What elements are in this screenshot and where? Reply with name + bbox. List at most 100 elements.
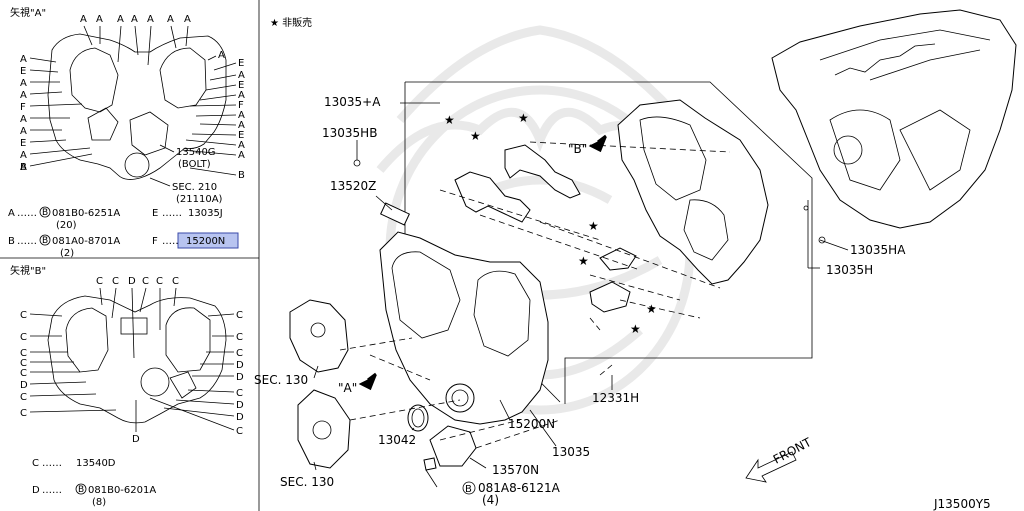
view-a-right-label: A	[238, 70, 245, 81]
view-b-top-labels: C C D C C C	[96, 276, 179, 287]
projection-lines	[339, 141, 731, 449]
engine-block[interactable]	[771, 9, 1017, 229]
front-arrow-icon	[745, 451, 797, 483]
cover-plate-13570n[interactable]	[429, 425, 477, 467]
legend-d-quantity: (8)	[92, 497, 106, 508]
front-timing-chain-case[interactable]	[379, 231, 549, 425]
view-b-right-opening	[165, 307, 211, 373]
part-label-sec130-top[interactable]: SEC. 130	[254, 373, 308, 387]
view-a-left-label: E	[20, 66, 26, 77]
view-a-cover-outline	[47, 33, 227, 180]
rear-timing-chain-case[interactable]	[617, 99, 769, 285]
main-exploded-view: ★ 非販売 ★ ★ ★ ★ ★ ★ ★	[254, 9, 1017, 511]
bolt-circle-icon	[39, 234, 51, 246]
view-b-center-window	[120, 317, 148, 335]
view-b-right-label: D	[236, 360, 244, 371]
view-a-top-label: A	[96, 14, 103, 25]
view-a-left-label: A	[20, 54, 27, 65]
view-b-left-label: C	[20, 392, 27, 403]
view-a-top-label: A	[131, 14, 138, 25]
part-label-13035hb[interactable]: 13035HB	[322, 126, 377, 140]
part-label-bolt-081a8[interactable]: 081A8-6121A	[478, 481, 561, 495]
view-a-right-label: A	[218, 50, 225, 61]
part-label-13035h[interactable]: 13035H	[826, 263, 873, 277]
part-label-13042[interactable]: 13042	[378, 433, 416, 447]
view-b-right-label: C	[236, 332, 243, 343]
view-b-right-label: D	[236, 412, 244, 423]
legend-e-part-number[interactable]: 13035J	[188, 208, 223, 219]
view-a-sec-label[interactable]: SEC. 210	[172, 182, 217, 193]
view-b-left-label: C	[20, 332, 27, 343]
view-b-left-opening	[65, 307, 109, 373]
svg-text:★: ★	[630, 322, 641, 336]
part-label-13035[interactable]: 13035	[552, 445, 590, 459]
view-a-sec-sub-label: (21110A)	[176, 194, 223, 205]
view-b-left-label: D	[20, 380, 28, 391]
front-direction-indicator: FRONT	[745, 435, 814, 483]
view-a-right-labels: A E A E A F A A E A A	[218, 50, 245, 161]
cover-gasket-13520z[interactable]	[380, 202, 410, 226]
view-b-title: 矢視"B"	[10, 264, 46, 277]
water-pump-assembly-lower[interactable]	[297, 389, 351, 469]
o-ring-13042[interactable]	[407, 404, 429, 432]
part-label-bolt-qty: (4)	[482, 493, 499, 507]
view-a-crank-hole	[124, 152, 150, 178]
upper-cover-small-left[interactable]	[454, 171, 531, 223]
view-b-legend: C …… 13540D D …… B 081B0-6201A (8)	[32, 458, 156, 508]
upper-cover-small-right[interactable]	[504, 144, 581, 199]
water-pump-assembly-upper[interactable]	[289, 299, 349, 373]
view-a-top-labels: A A A A A A A	[80, 14, 191, 25]
part-label-13035-a[interactable]: 13035+A	[324, 95, 381, 109]
legend-d-part-number[interactable]: 081B0-6201A	[88, 485, 156, 496]
svg-text:★: ★	[444, 113, 455, 127]
legend-a-circle-letter: B	[42, 208, 48, 218]
svg-text:★: ★	[588, 219, 599, 233]
view-b-left-label: C	[20, 358, 27, 369]
view-b-left-label: C	[20, 310, 27, 321]
bolt-circle-icon	[75, 483, 87, 495]
legend-a-key: A	[8, 208, 15, 219]
legend-f-part-number[interactable]: 15200N	[186, 236, 225, 247]
lower-cover-small-top[interactable]	[599, 247, 637, 271]
view-b-right-labels: C C C D D C D D C	[236, 310, 244, 437]
legend-a-part-number[interactable]: 081B0-6251A	[52, 208, 120, 219]
view-a-top-label: A	[147, 14, 154, 25]
view-a-bolt-part-number[interactable]: 13540G	[176, 147, 216, 158]
view-a-left-labels: A E A A F A A E A A	[20, 54, 27, 173]
part-label-13570n[interactable]: 13570N	[492, 463, 539, 477]
view-a-left-label: A	[20, 162, 27, 173]
lower-cover-small-bottom[interactable]	[589, 281, 631, 313]
view-b-right-label: C	[236, 348, 243, 359]
legend-c-part-number[interactable]: 13540D	[76, 458, 116, 469]
part-label-13035ha[interactable]: 13035HA	[850, 243, 906, 257]
view-a-pump-opening	[87, 107, 119, 141]
view-a-center-opening	[129, 111, 169, 156]
not-sold-star-icons: ★ ★ ★ ★ ★ ★ ★	[444, 111, 657, 336]
part-label-12331h[interactable]: 12331H	[592, 391, 639, 405]
view-b-top-label: C	[112, 276, 119, 287]
highlighted-part-box[interactable]	[177, 232, 239, 249]
view-b-top-label: C	[142, 276, 149, 287]
view-a-top-label: A	[117, 14, 124, 25]
view-a-right-label: A	[238, 140, 245, 151]
legend-f-dots: ……	[162, 236, 182, 247]
view-a-right-label: A	[238, 110, 245, 121]
view-a-b-label-left: B	[20, 162, 27, 173]
legend-e-key: E	[152, 208, 158, 219]
legend-f-key: F	[152, 236, 158, 247]
part-label-13520z[interactable]: 13520Z	[330, 179, 376, 193]
part-label-15200n[interactable]: 15200N	[508, 417, 555, 431]
view-a-left-label: A	[20, 126, 27, 137]
legend-d-circle-letter: B	[78, 485, 84, 495]
legend-b-part-number[interactable]: 081A0-8701A	[52, 236, 120, 247]
view-a-left-label: F	[20, 102, 26, 113]
front-oil-seal[interactable]	[445, 383, 475, 413]
view-b-right-label: C	[236, 310, 243, 321]
view-b-cover-outline	[47, 295, 227, 424]
not-sold-note: ★ 非販売	[270, 16, 312, 29]
bolt-circle-icon	[39, 206, 51, 218]
part-label-sec130-bottom[interactable]: SEC. 130	[280, 475, 334, 489]
legend-b-dots: ……	[17, 236, 37, 247]
view-a-arrow-icon	[358, 372, 377, 391]
view-a-title: 矢視"A"	[10, 6, 46, 19]
